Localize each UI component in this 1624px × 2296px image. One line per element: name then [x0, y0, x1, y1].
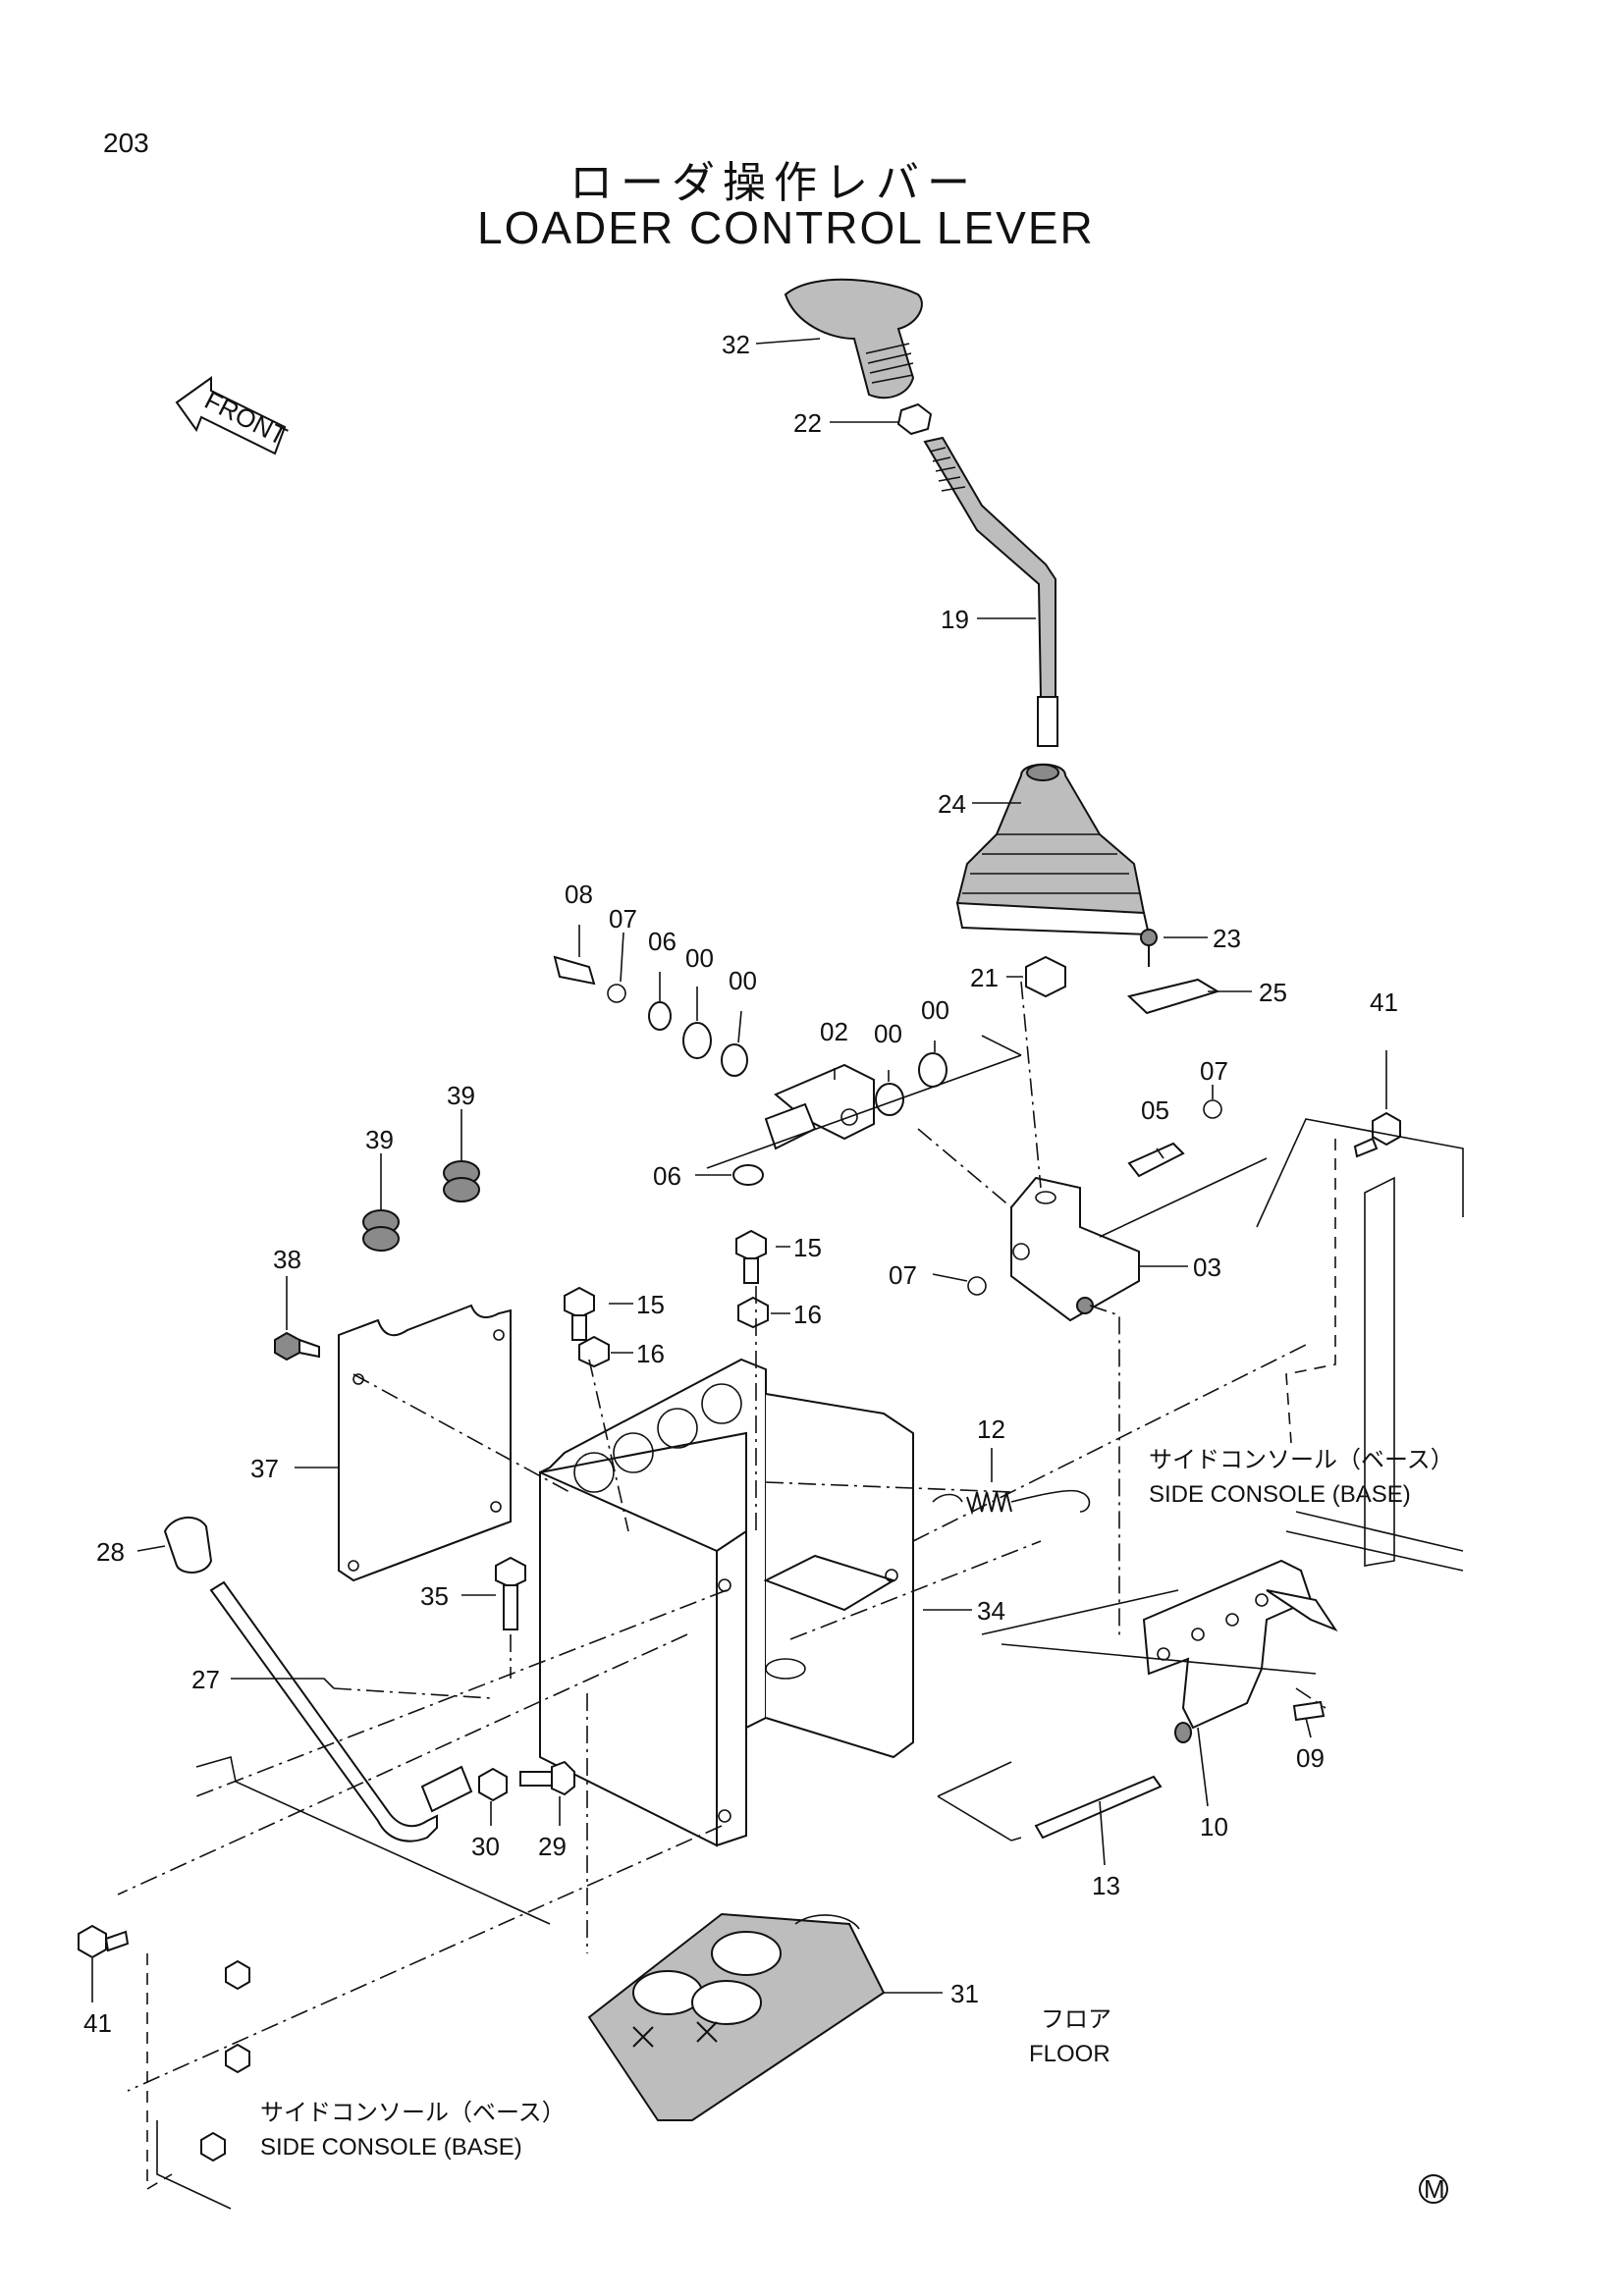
part-label: 30: [471, 1832, 500, 1861]
part-label: 06: [653, 1161, 681, 1191]
bolt-15b: [735, 1229, 767, 1284]
part-label: 16: [793, 1300, 822, 1329]
floor-ja: フロア: [1041, 2005, 1111, 2033]
clip-07b: [1203, 1099, 1222, 1119]
part-label: 00: [729, 966, 757, 995]
side-console-right-ja: サイドコンソール（ベース）: [1149, 1446, 1454, 1473]
part-label: 29: [538, 1832, 567, 1861]
part-label: 21: [970, 963, 999, 992]
assembly-guide-lines: [117, 981, 1326, 2092]
part-label: 00: [921, 995, 949, 1025]
front-label: FRONT: [200, 385, 293, 451]
part-label: 41: [1370, 988, 1398, 1017]
part-label: 34: [977, 1596, 1005, 1626]
floor-en: FLOOR: [1029, 2041, 1110, 2067]
main-bracket-34: [539, 1358, 914, 1847]
nut-30: [478, 1767, 508, 1802]
pin-08: [553, 955, 596, 986]
nut-22: [896, 402, 933, 436]
bolt-41a: [1353, 1111, 1401, 1158]
part-label: 19: [941, 605, 969, 634]
lever-rod: [923, 436, 1058, 747]
part-label: 12: [977, 1415, 1005, 1444]
nut-16a: [578, 1335, 610, 1368]
part-label: 32: [722, 330, 750, 359]
part-label: 08: [565, 880, 593, 909]
bolt-29: [519, 1760, 575, 1796]
leader-lines: [91, 338, 1387, 2002]
nut-16b: [737, 1296, 769, 1329]
m-mark-label: M: [1424, 2174, 1445, 2204]
cover-plate-37: [338, 1304, 512, 1582]
part-label: 09: [1296, 1743, 1325, 1773]
bolt-38: [274, 1331, 320, 1362]
part-label: 16: [636, 1339, 665, 1368]
part-label: 41: [83, 2008, 112, 2038]
part-label: 15: [636, 1290, 665, 1319]
part-label: 15: [793, 1233, 822, 1262]
part-label: 00: [874, 1019, 902, 1048]
page-number: 203: [103, 128, 149, 158]
part-labels: 32 22 19 24 23 25 21 41 08 07 06 00 00 0…: [83, 330, 1398, 2038]
pin-09: [1292, 1700, 1326, 1722]
part-label: 22: [793, 408, 822, 438]
part-label: 23: [1213, 924, 1241, 953]
part-label: 28: [96, 1537, 125, 1567]
reference-notes: サイドコンソール（ベース） SIDE CONSOLE (BASE) フロア FL…: [260, 1446, 1454, 2161]
spring-39b: [443, 1160, 480, 1202]
part-label: 31: [950, 1979, 979, 2008]
part-label: 25: [1259, 978, 1287, 1007]
part-label: 35: [420, 1581, 449, 1611]
screw-23: [1140, 929, 1158, 946]
floor-mat-31: [587, 1912, 886, 2121]
clip-07a: [607, 984, 626, 1003]
part-label: 27: [191, 1665, 220, 1694]
part-label: 38: [273, 1245, 301, 1274]
nut-21: [1025, 955, 1066, 998]
part-label: 03: [1193, 1253, 1221, 1282]
title-japanese: ローダ操作レバー: [569, 158, 978, 208]
side-console-right: [1256, 1118, 1464, 1572]
side-console-left-ja: サイドコンソール（ベース）: [260, 2099, 566, 2126]
part-label: 10: [1200, 1812, 1228, 1842]
part-label: 24: [938, 789, 966, 819]
front-arrow-icon: FRONT: [175, 376, 293, 455]
rod-27: [209, 1580, 473, 1842]
knob: [784, 278, 923, 400]
side-console-left: [146, 1755, 551, 2210]
bracket-10: [1142, 1559, 1338, 1743]
side-console-right-en: SIDE CONSOLE (BASE): [1149, 1481, 1411, 1508]
bolt-15a: [564, 1286, 595, 1341]
yoke-02: [764, 1063, 875, 1150]
title-english: LOADER CONTROL LEVER: [477, 202, 1095, 253]
rubber-boot: [955, 763, 1151, 936]
bracket-03: [1010, 1176, 1140, 1322]
clip-07c: [967, 1276, 987, 1296]
pin-05: [1127, 1142, 1185, 1178]
part-label: 07: [889, 1260, 917, 1290]
part-label: 07: [1200, 1056, 1228, 1086]
part-label: 39: [447, 1081, 475, 1110]
side-console-left-en: SIDE CONSOLE (BASE): [260, 2134, 522, 2161]
m-mark-icon: M: [1419, 2174, 1448, 2204]
bolt-41b: [78, 1924, 130, 1959]
bolt-35: [495, 1556, 526, 1630]
part-label: 07: [609, 904, 637, 934]
spring-39a: [362, 1209, 400, 1252]
part-label: 05: [1141, 1095, 1169, 1125]
plate-25: [1126, 978, 1220, 1015]
part-label: 13: [1092, 1871, 1120, 1900]
grip-cap-28: [163, 1517, 213, 1574]
part-label: 39: [365, 1125, 394, 1154]
washer-06b: [732, 1164, 764, 1186]
part-label: 02: [820, 1017, 848, 1046]
part-label: 37: [250, 1454, 279, 1483]
spring-12: [932, 1489, 1091, 1516]
part-label: 06: [648, 927, 677, 956]
washer-06a: [648, 1001, 672, 1031]
pin-13: [1034, 1775, 1163, 1840]
part-label: 00: [685, 943, 714, 973]
